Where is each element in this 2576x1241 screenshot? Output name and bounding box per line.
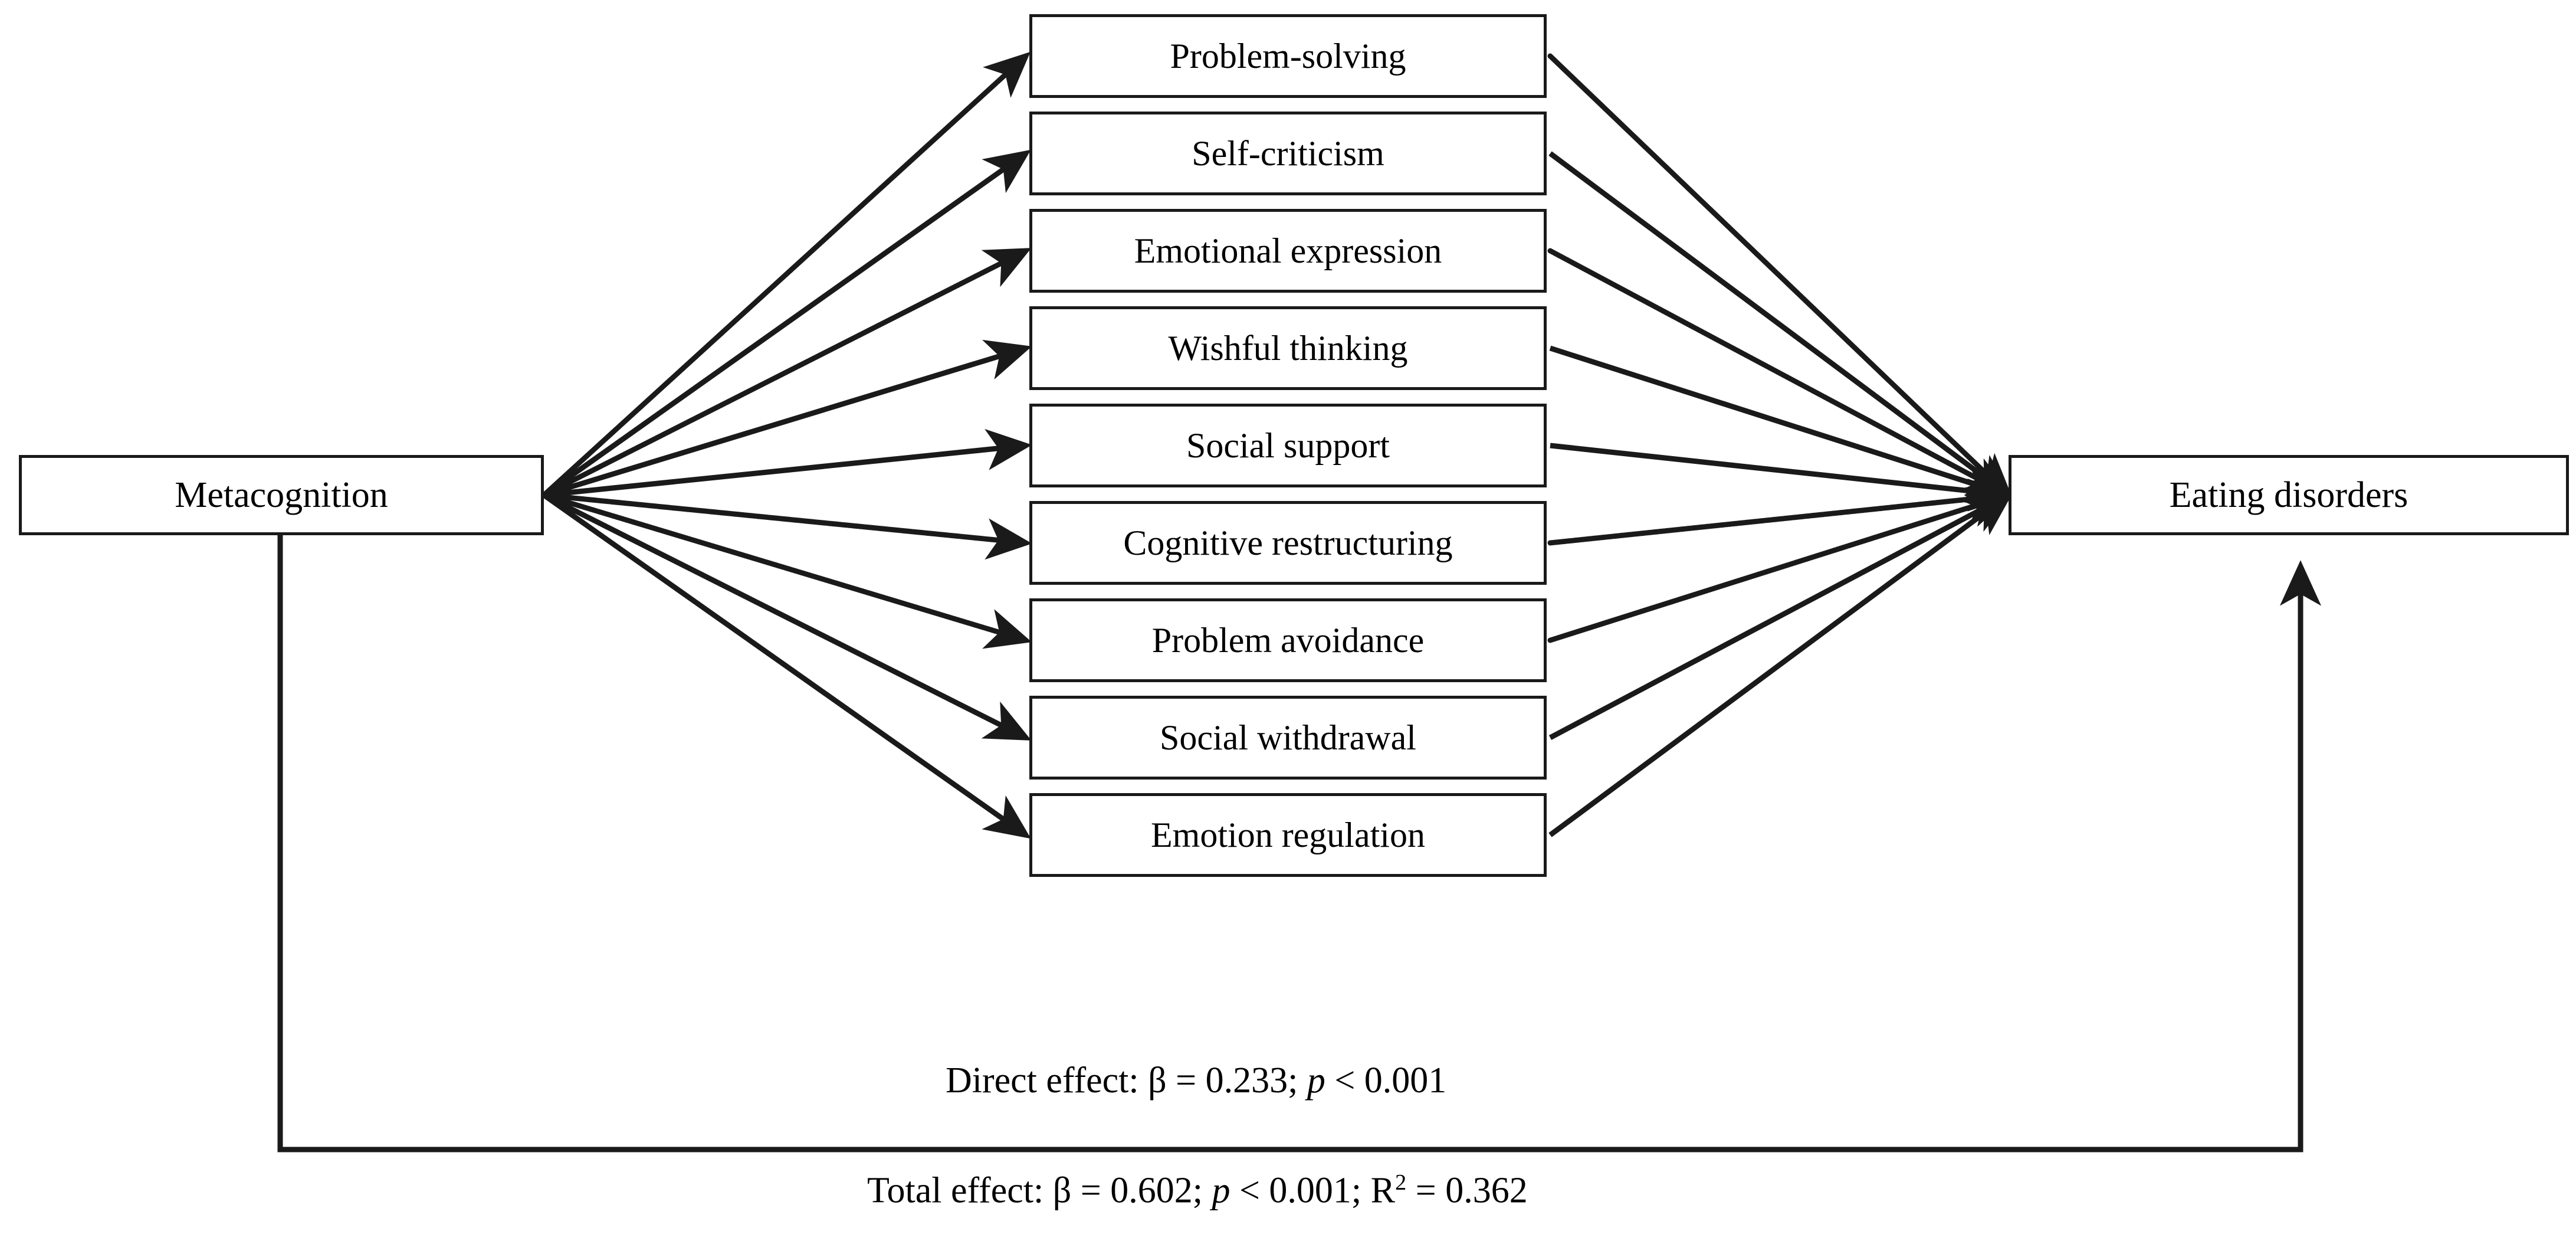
direct-effect-label: Direct effect: β = 0.233; p < 0.001 — [946, 1060, 1447, 1101]
total-effect-label: Total effect: β = 0.602; p < 0.001; R2 =… — [867, 1170, 1528, 1211]
node-mediator-7[interactable]: Social withdrawal — [1029, 696, 1547, 780]
b-path-7 — [1548, 492, 2014, 740]
node-eating-disorders[interactable]: Eating disorders — [2009, 455, 2569, 535]
a-path-7 — [542, 492, 1032, 741]
a-path-5 — [541, 492, 1032, 560]
a-path-4 — [543, 428, 1032, 498]
node-mediator-label: Wishful thinking — [1168, 329, 1408, 368]
node-metacognition-label: Metacognition — [175, 475, 388, 515]
b-path-0 — [1547, 53, 2013, 500]
a-path-2 — [541, 248, 1032, 498]
node-mediator-0[interactable]: Problem-solving — [1029, 14, 1547, 98]
a-path-group — [541, 51, 1032, 839]
node-mediator-3[interactable]: Wishful thinking — [1029, 306, 1547, 390]
b-path-group — [1547, 53, 2015, 837]
node-mediator-label: Emotion regulation — [1151, 816, 1425, 854]
node-mediator-6[interactable]: Problem avoidance — [1029, 598, 1547, 682]
a-path-3 — [543, 339, 1032, 498]
a-path-0 — [541, 51, 1031, 498]
node-mediator-label: Self-criticism — [1192, 134, 1384, 173]
node-mediator-label: Problem avoidance — [1151, 621, 1425, 660]
b-path-3 — [1549, 345, 2015, 503]
node-eating-disorders-label: Eating disorders — [2169, 475, 2408, 515]
node-mediator-label: Emotional expression — [1134, 231, 1442, 270]
node-mediator-2[interactable]: Emotional expression — [1029, 209, 1547, 293]
b-path-2 — [1547, 248, 2014, 499]
b-path-5 — [1547, 478, 2015, 546]
total-effect-prefix: Total effect: — [867, 1170, 1053, 1211]
node-mediator-label: Social support — [1186, 426, 1390, 465]
node-mediator-5[interactable]: Cognitive restructuring — [1029, 501, 1547, 585]
direct-effect-p: p — [1307, 1060, 1325, 1101]
node-mediator-4[interactable]: Social support — [1029, 404, 1547, 487]
node-mediator-label: Cognitive restructuring — [1123, 523, 1453, 562]
b-path-6 — [1547, 487, 2015, 643]
node-mediator-8[interactable]: Emotion regulation — [1029, 793, 1547, 877]
b-path-8 — [1548, 491, 2014, 837]
direct-effect-beta-value: 0.233 — [1205, 1060, 1288, 1101]
node-metacognition[interactable]: Metacognition — [19, 455, 544, 535]
a-path-1 — [542, 149, 1031, 497]
total-effect-r2-exponent: 2 — [1395, 1170, 1407, 1195]
node-mediator-label: Social withdrawal — [1160, 718, 1416, 757]
direct-effect-p-value: < 0.001 — [1334, 1060, 1447, 1101]
total-effect-beta-value: 0.602 — [1110, 1170, 1193, 1211]
direct-effect-prefix: Direct effect: — [946, 1060, 1148, 1101]
total-effect-r2-value: 0.362 — [1445, 1170, 1528, 1211]
a-path-8 — [542, 493, 1031, 839]
b-path-4 — [1550, 443, 2015, 512]
node-mediator-label: Problem-solving — [1170, 37, 1406, 76]
node-mediator-1[interactable]: Self-criticism — [1029, 112, 1547, 195]
direct-effect-beta: β — [1148, 1060, 1167, 1101]
total-effect-beta: β — [1052, 1170, 1072, 1211]
total-effect-r2: R — [1370, 1170, 1396, 1211]
b-path-1 — [1548, 151, 2014, 499]
total-effect-p-value: < 0.001 — [1239, 1170, 1351, 1211]
total-effect-p: p — [1212, 1170, 1230, 1211]
a-path-6 — [541, 492, 1032, 649]
